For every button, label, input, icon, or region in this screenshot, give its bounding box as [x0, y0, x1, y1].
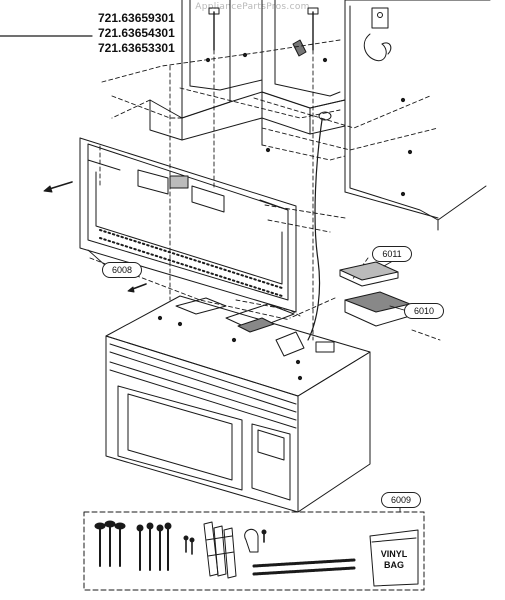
callout-damper-cover: 6011	[372, 246, 412, 262]
watermark: AppliancePartsPros.com	[195, 2, 310, 12]
mounting-plate	[79, 137, 297, 313]
callout-hardware-kit: 6009	[381, 492, 421, 508]
model-number-list: 721.63659301 721.63654301 721.63653301	[98, 11, 175, 56]
vinyl-bag-label: VINYL BAG	[372, 549, 416, 571]
vinyl-bag-label-line: BAG	[384, 560, 404, 570]
model-number: 721.63659301	[98, 11, 175, 25]
callout-top-cabinet-damper: 6010	[404, 303, 444, 319]
vinyl-bag-label-line: VINYL	[380, 549, 408, 559]
model-number: 721.63653301	[98, 41, 175, 55]
wall-cabinet	[149, 0, 491, 341]
hardware-kit-tray	[83, 511, 425, 591]
model-number: 721.63654301	[98, 26, 175, 40]
wall-screw	[43, 181, 73, 193]
callout-mounting-plate: 6008	[102, 262, 142, 278]
damper-cover	[339, 261, 399, 287]
microwave-oven	[105, 295, 371, 513]
plate-screw	[127, 283, 147, 293]
